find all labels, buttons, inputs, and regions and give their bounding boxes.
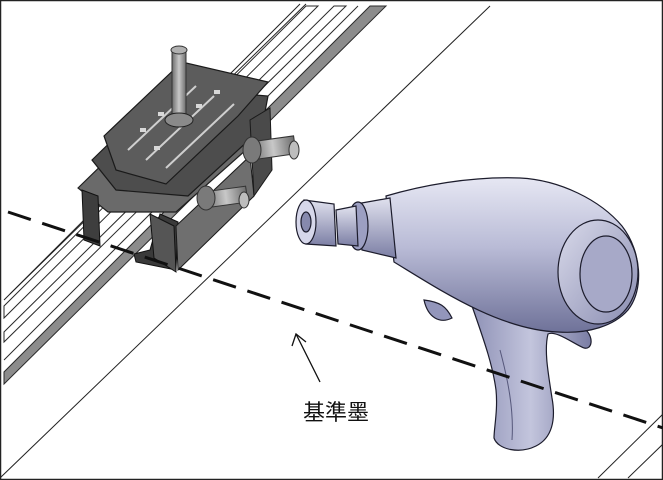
reference-line <box>7 210 663 430</box>
arrow-up-icon <box>291 332 321 383</box>
reference-line-label: 基準墨 <box>303 401 369 426</box>
clamp-bracket-icon <box>77 45 300 273</box>
impact-wrench-icon <box>295 177 640 451</box>
